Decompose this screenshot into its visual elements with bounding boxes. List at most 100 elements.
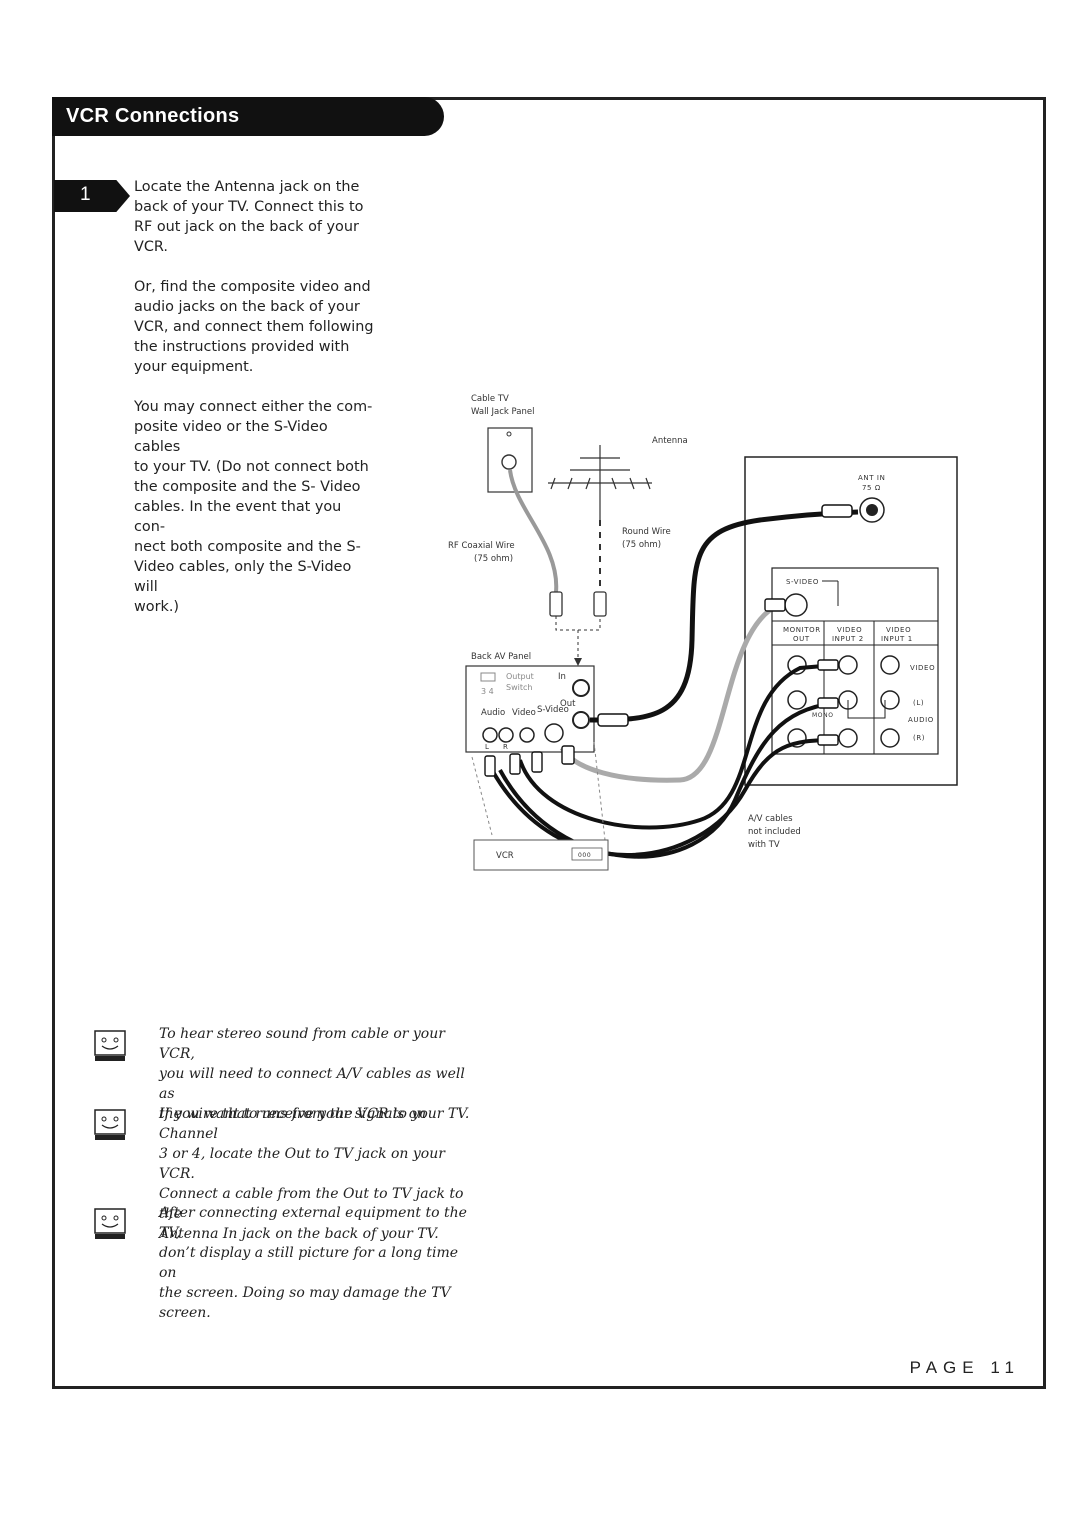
antenna-icon — [548, 445, 652, 520]
ant-in-label: ANT IN — [858, 474, 885, 482]
wall-jack-connector — [501, 454, 517, 470]
line: Antenna In jack on the back of your TV. — [159, 1226, 439, 1242]
vcr-s-video-label: S-Video — [537, 705, 569, 715]
vcr-audio-label: Audio — [481, 708, 505, 718]
line: posite video or the S-Video cables — [134, 419, 328, 455]
av-audio-r-cable — [490, 738, 836, 857]
note-2: If you want to receive your signals on C… — [159, 1104, 479, 1244]
line: nect both composite and the S- — [134, 539, 361, 555]
line: to your TV. (Do not connect both — [134, 459, 369, 475]
note-1: To hear stereo sound from cable or your … — [159, 1024, 479, 1124]
step-paragraph-3: You may connect either the com- posite v… — [134, 397, 374, 617]
vcr-display: 000 — [578, 852, 591, 859]
step-paragraph-1: Locate the Antenna jack on the back of y… — [134, 177, 374, 257]
tv-s-video-jack — [784, 593, 808, 617]
step-number: 1 — [80, 184, 91, 205]
av-video-cable — [518, 663, 836, 830]
out-jack-label: Out — [560, 699, 576, 709]
line: If you want to receive your signals on C… — [159, 1106, 427, 1142]
line: RF out jack on the back of your — [134, 219, 359, 235]
monitor-label: MONITOR — [783, 626, 821, 634]
switch-label: Switch — [506, 683, 532, 692]
video-label-input1: VIDEO — [886, 626, 911, 634]
title-tab — [52, 97, 444, 136]
rf-coaxial-label: RF Coaxial Wire — [448, 541, 515, 551]
vcr-video-jack — [519, 727, 535, 743]
ant-in-jack-center — [866, 504, 878, 516]
vcr-unit — [473, 839, 609, 871]
line: the composite and the S- Video — [134, 479, 361, 495]
rf-connectors — [549, 591, 607, 617]
line: VCR, and connect them following — [134, 319, 374, 335]
line: work.) — [134, 599, 180, 615]
line: Video cables, only the S-Video will — [134, 559, 352, 595]
step-paragraph-2: Or, find the composite video and audio j… — [134, 277, 374, 377]
line: To hear stereo sound from cable or your … — [159, 1026, 445, 1062]
page-frame — [52, 97, 1046, 1389]
tv-rca-jacks — [787, 655, 900, 748]
mono-label: MONO — [812, 712, 834, 719]
input-2-label: INPUT 2 — [832, 635, 864, 643]
cable-tv-label: Cable TV — [471, 394, 509, 404]
jack-input1-audio-l — [880, 690, 900, 710]
vcr-in-jack — [572, 679, 590, 697]
av-cables-line-1: A/V cables — [748, 814, 793, 824]
line: After connecting external equipment to t… — [159, 1205, 467, 1241]
page-title: VCR Connections — [66, 105, 240, 127]
back-av-panel-label: Back AV Panel — [471, 652, 531, 662]
line: screen. — [159, 1305, 211, 1321]
vcr-audio-l-jack — [482, 727, 498, 743]
round-wire-ohm: (75 ohm) — [622, 540, 661, 550]
input-1-label: INPUT 1 — [881, 635, 913, 643]
line: the screen. Doing so may damage the TV — [159, 1285, 451, 1301]
round-wire-label: Round Wire — [622, 527, 671, 537]
jack-input1-video — [880, 655, 900, 675]
line: Locate the Antenna jack on the — [134, 179, 360, 195]
vcr-l-label: L — [485, 743, 489, 751]
line: the instructions provided with — [134, 339, 350, 355]
r-label: (R) — [913, 734, 925, 742]
vcr-out-jack — [572, 711, 590, 729]
vcr-s-video-jack — [544, 723, 564, 743]
line: 3 or 4, locate the Out to TV jack on you… — [159, 1146, 445, 1182]
note-face-icon — [94, 1109, 126, 1140]
line: the wire that runs from the VCR to your … — [159, 1106, 470, 1122]
audio-label: AUDIO — [908, 716, 934, 724]
jack-input2-video — [838, 655, 858, 675]
page-number: PAGE 11 — [909, 1358, 1020, 1377]
switch-numbers: 3 4 — [481, 687, 494, 696]
rf-coaxial-wire — [508, 469, 559, 593]
note-3: After connecting external equipment to t… — [159, 1203, 479, 1323]
s-video-cable — [559, 601, 782, 783]
rf-cable-to-ant-in — [589, 509, 859, 723]
wall-jack-label: Wall Jack Panel — [471, 407, 534, 417]
note-face-icon — [94, 1208, 126, 1239]
line: don’t display a still picture for a long… — [159, 1245, 459, 1281]
antenna-label: Antenna — [652, 436, 688, 446]
av-plugs-vcr — [484, 745, 575, 777]
output-label: Output — [506, 672, 534, 681]
av-plugs-tv — [764, 598, 839, 746]
ohm-75-label: 75 Ω — [862, 484, 881, 492]
vcr-label: VCR — [496, 851, 514, 861]
rf-coaxial-ohm: (75 ohm) — [474, 554, 513, 564]
line: audio jacks on the back of your — [134, 299, 360, 315]
jack-input2-audio-r — [838, 728, 858, 748]
line: back of your TV. Connect this to — [134, 199, 364, 215]
vcr-audio-r-jack — [498, 727, 514, 743]
step-badge — [54, 180, 130, 212]
s-video-label: S-VIDEO — [786, 578, 819, 586]
in-label: In — [558, 672, 566, 682]
line: cables. In the event that you con- — [134, 499, 342, 535]
l-label: (L) — [913, 699, 924, 707]
vcr-video-label: Video — [512, 708, 536, 718]
line: You may connect either the com- — [134, 399, 373, 415]
line: your equipment. — [134, 359, 254, 375]
video-jack-label: VIDEO — [910, 664, 935, 672]
av-cables-line-2: not included — [748, 827, 801, 837]
video-label-input2: VIDEO — [837, 626, 862, 634]
line: you will need to connect A/V cables as w… — [159, 1066, 465, 1102]
line: VCR. — [134, 239, 168, 255]
note-face-icon — [94, 1030, 126, 1061]
